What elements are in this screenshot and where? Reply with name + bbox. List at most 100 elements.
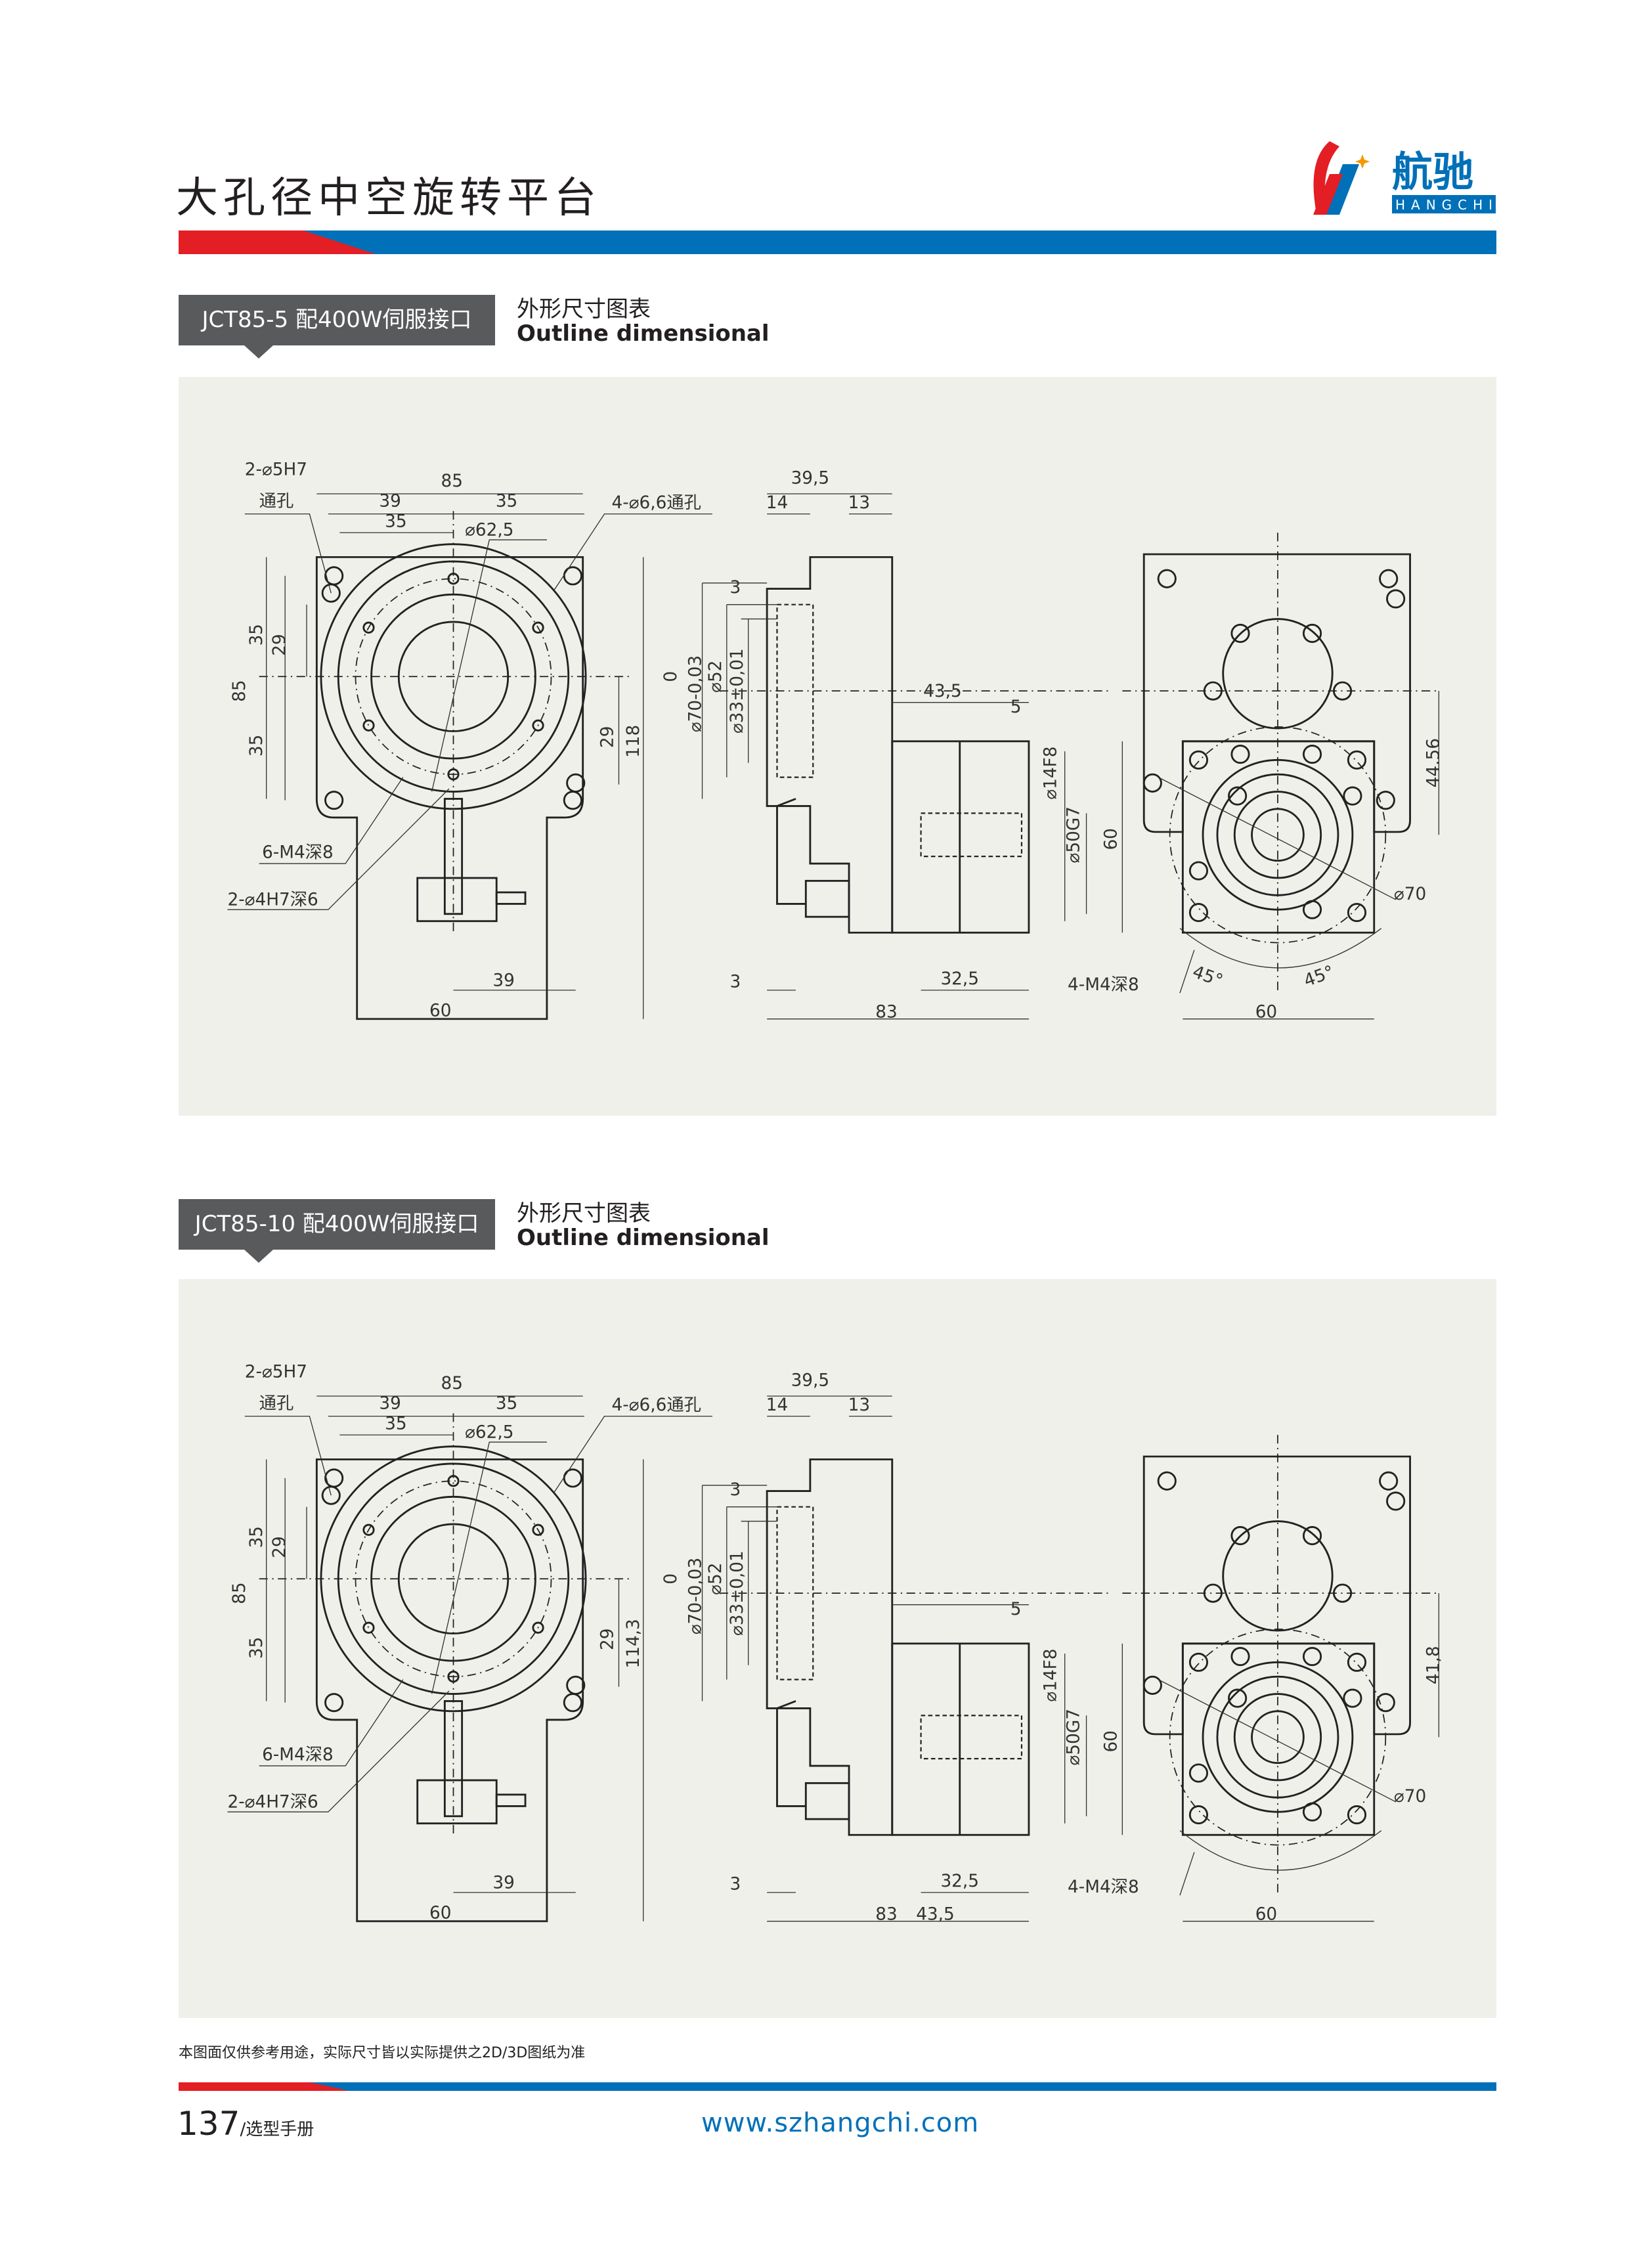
- dimension-label-m4: 6-M4深8: [262, 1745, 334, 1764]
- page-suffix: /选型手册: [240, 2120, 315, 2139]
- logo-cn: 航驰: [1392, 148, 1473, 196]
- dimension-label-s14: 14: [766, 493, 788, 513]
- dimension-label-s395: 39,5: [791, 469, 830, 489]
- header-stripe: [179, 230, 1496, 254]
- section-label-1: JCT85-5 配400W伺服接口: [179, 295, 495, 359]
- dimension-label-h35a: 35: [247, 1526, 267, 1548]
- dimension-label-s325: 32,5: [940, 1872, 979, 1891]
- dimension-label-s83: 83: [875, 1905, 897, 1925]
- dimension-label-h118: 114,3: [624, 1619, 643, 1668]
- dimension-label-r60: 60: [1255, 1003, 1277, 1022]
- dimension-label-b39: 39: [492, 1873, 514, 1893]
- dimension-label-rh: 41,8: [1424, 1646, 1443, 1684]
- disclaimer-note: 本图面仅供参考用途，实际尺寸皆以实际提供之2D/3D图纸为准: [179, 2045, 586, 2061]
- dimension-label-s395: 39,5: [791, 1371, 830, 1391]
- section-title-cn-1: 外形尺寸图表: [517, 296, 651, 322]
- dimension-label-s0: 0: [661, 671, 681, 682]
- dimension-label-s14: 14: [766, 1395, 788, 1415]
- dimension-label-w85: 85: [441, 471, 463, 491]
- dimension-label-h66: 4-⌀6,6通孔: [612, 493, 701, 513]
- dimension-label-h118: 118: [624, 725, 643, 758]
- dimension-label-s3: 3: [730, 1480, 741, 1500]
- dimension-label-s52: ⌀52: [706, 1563, 726, 1595]
- dimension-label-r45a: 45°: [1190, 962, 1225, 991]
- right-view-motor: [1181, 740, 1376, 934]
- dimension-label-s3: 3: [730, 578, 741, 598]
- dimension-label-h29a: 29: [270, 1536, 290, 1558]
- dimension-label-s5: 5: [1011, 697, 1022, 717]
- drawing-geometry: [227, 493, 1440, 1020]
- dimension-label-w35a: 35: [496, 1394, 517, 1414]
- dimension-label-h4: 2-⌀4H7深6: [227, 890, 318, 910]
- dimension-label-s83: 83: [875, 1003, 897, 1022]
- dimension-label-s3b: 3: [730, 973, 741, 992]
- dimension-label-s50: ⌀50G7: [1064, 1709, 1084, 1765]
- side-view-flange: [766, 556, 894, 934]
- dimension-label-s5: 5: [1011, 1600, 1022, 1619]
- dimension-label-w35b: 35: [385, 512, 406, 531]
- dimension-label-h35b: 35: [247, 1637, 267, 1659]
- dimension-label-s3b: 3: [730, 1875, 741, 1895]
- section-label-2: JCT85-10 配400W伺服接口: [179, 1199, 495, 1263]
- dimension-label-b60: 60: [429, 1903, 451, 1923]
- dimension-label-rh: 44.56: [1424, 738, 1443, 787]
- dimension-label-r45b: 45°: [1301, 962, 1337, 991]
- footer-stripe: [179, 2082, 1496, 2091]
- page-title: 大孔径中空旋转平台: [176, 174, 601, 223]
- dimension-label-r70: ⌀70: [1394, 1787, 1426, 1807]
- dimension-label-s70: ⌀70-0,03: [685, 1558, 705, 1634]
- dimension-label-h35a: 35: [247, 624, 267, 646]
- dimension-label-s33: ⌀33±0,01: [728, 1550, 747, 1636]
- section-title-cn-2: 外形尺寸图表: [517, 1200, 651, 1227]
- dimension-label-s435: 43,5: [916, 1905, 955, 1925]
- dimension-label-w85: 85: [441, 1374, 463, 1393]
- dimension-label-s14f8: ⌀14F8: [1041, 746, 1061, 799]
- dimension-label-h66: 4-⌀6,6通孔: [612, 1395, 701, 1415]
- dimension-label-hole5: 2-⌀5H7: [245, 460, 307, 479]
- dimension-label-s13: 13: [848, 493, 870, 513]
- dimension-label-r60v: 60: [1102, 1730, 1121, 1752]
- side-view-flange: [766, 1458, 894, 1836]
- dimension-label-r70: ⌀70: [1394, 885, 1426, 904]
- logo-en: HANGCHI: [1395, 197, 1497, 213]
- dimension-label-h35b: 35: [247, 735, 267, 756]
- dimension-label-b39: 39: [492, 971, 514, 990]
- dimension-label-d625: ⌀62,5: [465, 521, 513, 540]
- section-title-en-1: Outline dimensional: [517, 320, 770, 347]
- dimension-label-h29a: 29: [270, 634, 290, 655]
- dimension-label-h29b: 29: [598, 726, 618, 748]
- dimension-label-w35b: 35: [385, 1414, 406, 1434]
- dimension-label-h29b: 29: [598, 1629, 618, 1650]
- dimension-label-rm4: 4-M4深8: [1068, 1877, 1139, 1897]
- dimension-label-s435: 43,5: [923, 682, 962, 701]
- drawing-geometry: [227, 1395, 1440, 1923]
- page-number: 137/选型手册: [177, 2105, 314, 2143]
- dimension-label-w39: 39: [379, 1394, 401, 1414]
- dimension-label-s14f8: ⌀14F8: [1041, 1648, 1061, 1701]
- section-title-en-2: Outline dimensional: [517, 1225, 770, 1251]
- dimension-label-h85: 85: [230, 1582, 250, 1604]
- dimension-label-s13: 13: [848, 1395, 870, 1415]
- dimension-label-h4: 2-⌀4H7深6: [227, 1793, 318, 1812]
- dimension-label-s33: ⌀33±0,01: [728, 648, 747, 734]
- dimension-label-s52: ⌀52: [706, 661, 726, 693]
- dimension-label-h85: 85: [230, 680, 250, 701]
- hangchi-logo: 航驰 HANGCHI: [1303, 135, 1497, 217]
- dimension-label-hole5: 2-⌀5H7: [245, 1362, 307, 1382]
- dimension-label-thru: 通孔: [259, 1394, 294, 1414]
- dimension-label-s325: 32,5: [940, 969, 979, 989]
- dimension-label-r60: 60: [1255, 1905, 1277, 1925]
- website-link[interactable]: www.szhangchi.com: [701, 2108, 980, 2138]
- dimension-label-m4: 6-M4深8: [262, 843, 334, 862]
- dimension-label-b60: 60: [429, 1001, 451, 1020]
- dimension-label-s50: ⌀50G7: [1064, 806, 1084, 863]
- right-view-motor: [1181, 1642, 1376, 1836]
- dimension-label-rm4: 4-M4深8: [1068, 975, 1139, 995]
- dimension-label-w39: 39: [379, 492, 401, 512]
- dimension-label-r60v: 60: [1102, 828, 1121, 850]
- dimension-label-d625: ⌀62,5: [465, 1423, 513, 1443]
- dimension-label-w35a: 35: [496, 492, 517, 512]
